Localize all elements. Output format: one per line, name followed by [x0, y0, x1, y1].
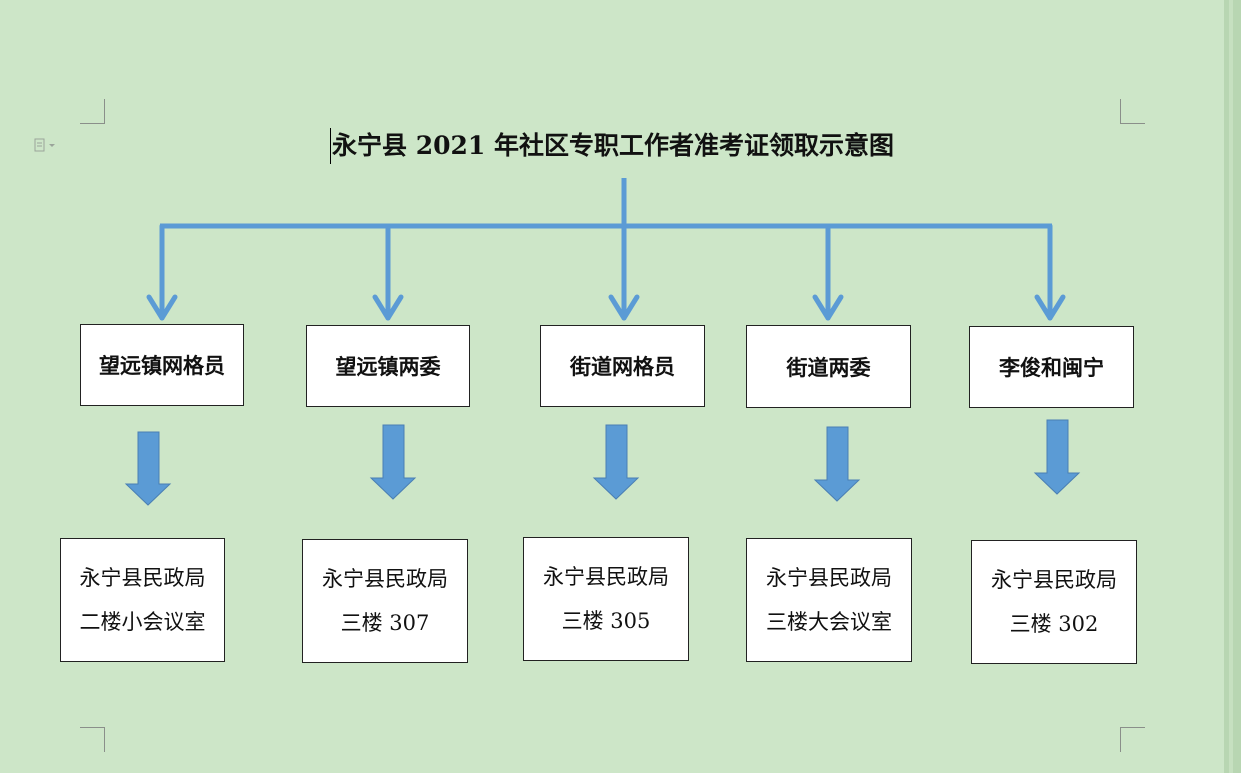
connector-arrow-3 [608, 223, 640, 321]
page-corner-mark-top-left [80, 99, 105, 124]
block-arrow-4 [813, 426, 861, 502]
category-box-1: 望远镇网格员 [80, 324, 244, 406]
connector-arrow-1 [146, 223, 178, 321]
location-line-1: 永宁县民政局 [991, 568, 1117, 592]
location-box-5: 永宁县民政局 三楼 302 [971, 540, 1137, 664]
location-line-2: 三楼 305 [561, 609, 651, 633]
location-line-2: 二楼小会议室 [79, 610, 206, 634]
diagram-title: 永宁县 2021 年社区专职工作者准考证领取示意图 [332, 131, 894, 160]
location-box-2: 永宁县民政局 三楼 307 [302, 539, 468, 663]
category-box-5: 李俊和闽宁 [969, 326, 1134, 408]
page-corner-mark-bottom-right [1120, 727, 1145, 752]
page-corner-mark-bottom-left [80, 727, 105, 752]
page-corner-mark-top-right [1120, 99, 1145, 124]
category-label: 街道两委 [786, 354, 871, 380]
category-box-4: 街道两委 [746, 325, 911, 408]
location-line-1: 永宁县民政局 [322, 567, 448, 591]
location-line-1: 永宁县民政局 [543, 565, 669, 589]
category-label: 望远镇网格员 [99, 353, 225, 378]
location-box-3: 永宁县民政局 三楼 305 [523, 537, 689, 661]
location-line-1: 永宁县民政局 [79, 566, 206, 590]
document-icon[interactable] [33, 137, 59, 153]
connector-arrow-4 [812, 223, 844, 321]
text-cursor [330, 128, 331, 164]
location-box-1: 永宁县民政局 二楼小会议室 [60, 538, 225, 662]
location-line-2: 三楼大会议室 [766, 610, 892, 634]
block-arrow-5 [1033, 419, 1081, 495]
block-arrow-2 [369, 424, 417, 500]
connector-arrow-5 [1034, 223, 1066, 321]
location-box-4: 永宁县民政局 三楼大会议室 [746, 538, 912, 662]
location-line-2: 三楼 302 [1009, 612, 1099, 636]
category-label: 街道网格员 [570, 354, 675, 379]
location-line-2: 三楼 307 [340, 611, 430, 635]
block-arrow-3 [592, 424, 640, 500]
location-line-1: 永宁县民政局 [766, 566, 892, 590]
category-box-2: 望远镇两委 [306, 325, 470, 407]
connector-arrow-2 [372, 223, 404, 321]
category-box-3: 街道网格员 [540, 325, 705, 407]
block-arrow-1 [124, 431, 172, 506]
category-label: 李俊和闽宁 [999, 355, 1104, 380]
scrollbar-track[interactable] [1229, 0, 1233, 773]
category-label: 望远镇两委 [335, 354, 441, 379]
